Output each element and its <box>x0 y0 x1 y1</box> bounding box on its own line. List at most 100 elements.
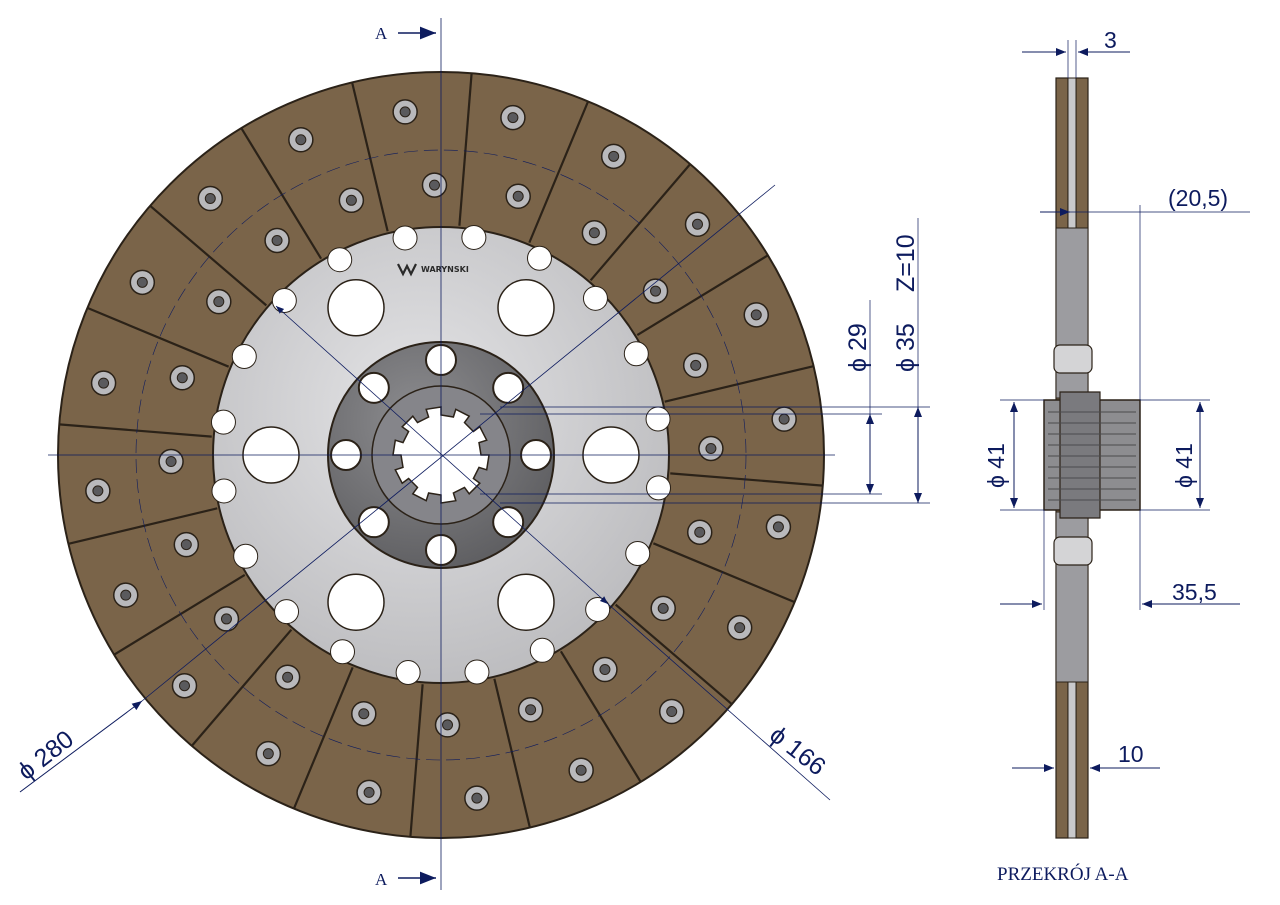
lining-segment-gap <box>458 73 473 226</box>
section-marker-top-label: A <box>375 24 388 43</box>
plate-small-hole <box>233 543 259 569</box>
rivet-hole <box>178 680 190 692</box>
hub-bolt-hole <box>357 371 390 404</box>
plate-thickness-label: 3 <box>1104 27 1117 53</box>
rivet-hole <box>650 285 662 297</box>
rivet-hole <box>358 708 370 720</box>
plate-small-hole <box>625 540 651 566</box>
rivet-hole <box>345 194 357 206</box>
lining-segment-gap <box>636 254 769 337</box>
hub-spline-grooves <box>1048 411 1136 501</box>
lining-segment-gap <box>614 603 733 705</box>
rivet-hole <box>220 613 232 625</box>
rivet-hole <box>120 589 132 601</box>
section-rivet-lower <box>1053 536 1093 566</box>
plate-large-hole <box>497 573 555 631</box>
section-marker-bottom: A <box>375 870 436 889</box>
lining-segment-gap <box>493 678 531 828</box>
lining-segment-gap <box>559 650 642 783</box>
lining-segment-gap <box>191 628 293 747</box>
section-marker-top: A <box>375 24 436 43</box>
lining-segment-gap <box>351 82 389 232</box>
dimension-spline <box>480 218 930 504</box>
spline-inner-diameter-label: ϕ 29 <box>844 323 872 372</box>
plate-small-hole <box>274 599 300 625</box>
spline-teeth-label: Z=10 <box>892 234 920 292</box>
section-view <box>1043 77 1141 839</box>
lining-segment-gap <box>86 306 230 368</box>
lining-segment-gap <box>113 573 246 656</box>
plate-small-hole <box>646 475 672 501</box>
rivet-hole <box>734 622 746 634</box>
lining-segment-gap <box>149 205 268 307</box>
rivet-hole <box>204 192 216 204</box>
rivet-hole <box>690 359 702 371</box>
plate-small-hole <box>623 341 649 367</box>
rivet-hole <box>262 748 274 760</box>
hub-diameter-right-label: ϕ 41 <box>1171 443 1197 488</box>
lining-segment-gap <box>409 684 424 837</box>
rivet-hole <box>778 413 790 425</box>
rivet-hole <box>165 456 177 468</box>
rivet-hole <box>575 764 587 776</box>
plate-large-hole <box>327 279 385 337</box>
lining-segment-gap <box>670 472 823 487</box>
plate-small-hole <box>395 660 421 686</box>
hub-flange-section <box>1059 391 1101 519</box>
rivet-hole <box>92 485 104 497</box>
plate-small-hole <box>327 247 353 273</box>
lining-segment-gap <box>664 365 814 403</box>
rivet-hole <box>692 218 704 230</box>
total-thickness-label: 10 <box>1118 741 1144 767</box>
hub-offset-label: (20,5) <box>1168 185 1228 211</box>
rivet-hole <box>705 442 717 454</box>
rivet-hole <box>271 234 283 246</box>
brand-logo: WARYNSKI <box>397 263 469 277</box>
plate-small-hole <box>211 478 237 504</box>
plate-large-hole <box>327 573 385 631</box>
rivet-hole <box>442 719 454 731</box>
rivet-hole <box>599 664 611 676</box>
rivet-hole <box>666 706 678 718</box>
plate-small-hole <box>464 659 490 685</box>
rivet-hole <box>471 792 483 804</box>
rivet-hole <box>694 526 706 538</box>
section-dimension-lines <box>1000 40 1250 772</box>
rivet-hole <box>399 106 411 118</box>
lining-segment-gap <box>652 542 796 604</box>
rivet-hole <box>180 539 192 551</box>
lining-segment-gap <box>240 127 323 260</box>
brand-logo-text: WARYNSKI <box>421 265 469 274</box>
lining-segment-gap <box>68 507 218 545</box>
rivet-hole <box>176 372 188 384</box>
hub-length-label: 35,5 <box>1172 579 1217 605</box>
rivet-hole <box>750 309 762 321</box>
section-caption: PRZEKRÓJ A-A <box>997 863 1129 885</box>
rivet-hole <box>657 602 669 614</box>
plate-small-hole <box>529 637 555 663</box>
hub-diameter-left-label: ϕ 41 <box>983 443 1009 488</box>
plate-small-hole <box>585 596 611 622</box>
rivet-hole <box>136 276 148 288</box>
rivet-hole <box>428 179 440 191</box>
rivet-hole <box>772 521 784 533</box>
plate-small-hole <box>231 344 257 370</box>
plate-small-hole <box>271 288 297 314</box>
rivet-hole <box>282 671 294 683</box>
rivet-hole <box>608 150 620 162</box>
rivet-hole <box>525 704 537 716</box>
rivets <box>85 99 797 811</box>
hub-bolt-hole <box>492 371 525 404</box>
plate-small-hole <box>526 245 552 271</box>
section-rivet-upper <box>1053 344 1093 374</box>
plate-small-hole <box>210 409 236 435</box>
rivet-hole <box>588 227 600 239</box>
spline-outer-diameter-label: ϕ 35 <box>892 323 920 372</box>
rivet-hole <box>295 134 307 146</box>
rivet-hole <box>507 112 519 124</box>
hub-bolt-hole <box>492 506 525 539</box>
rivet-hole <box>363 786 375 798</box>
plate-small-hole <box>392 225 418 251</box>
section-marker-bottom-label: A <box>375 870 388 889</box>
